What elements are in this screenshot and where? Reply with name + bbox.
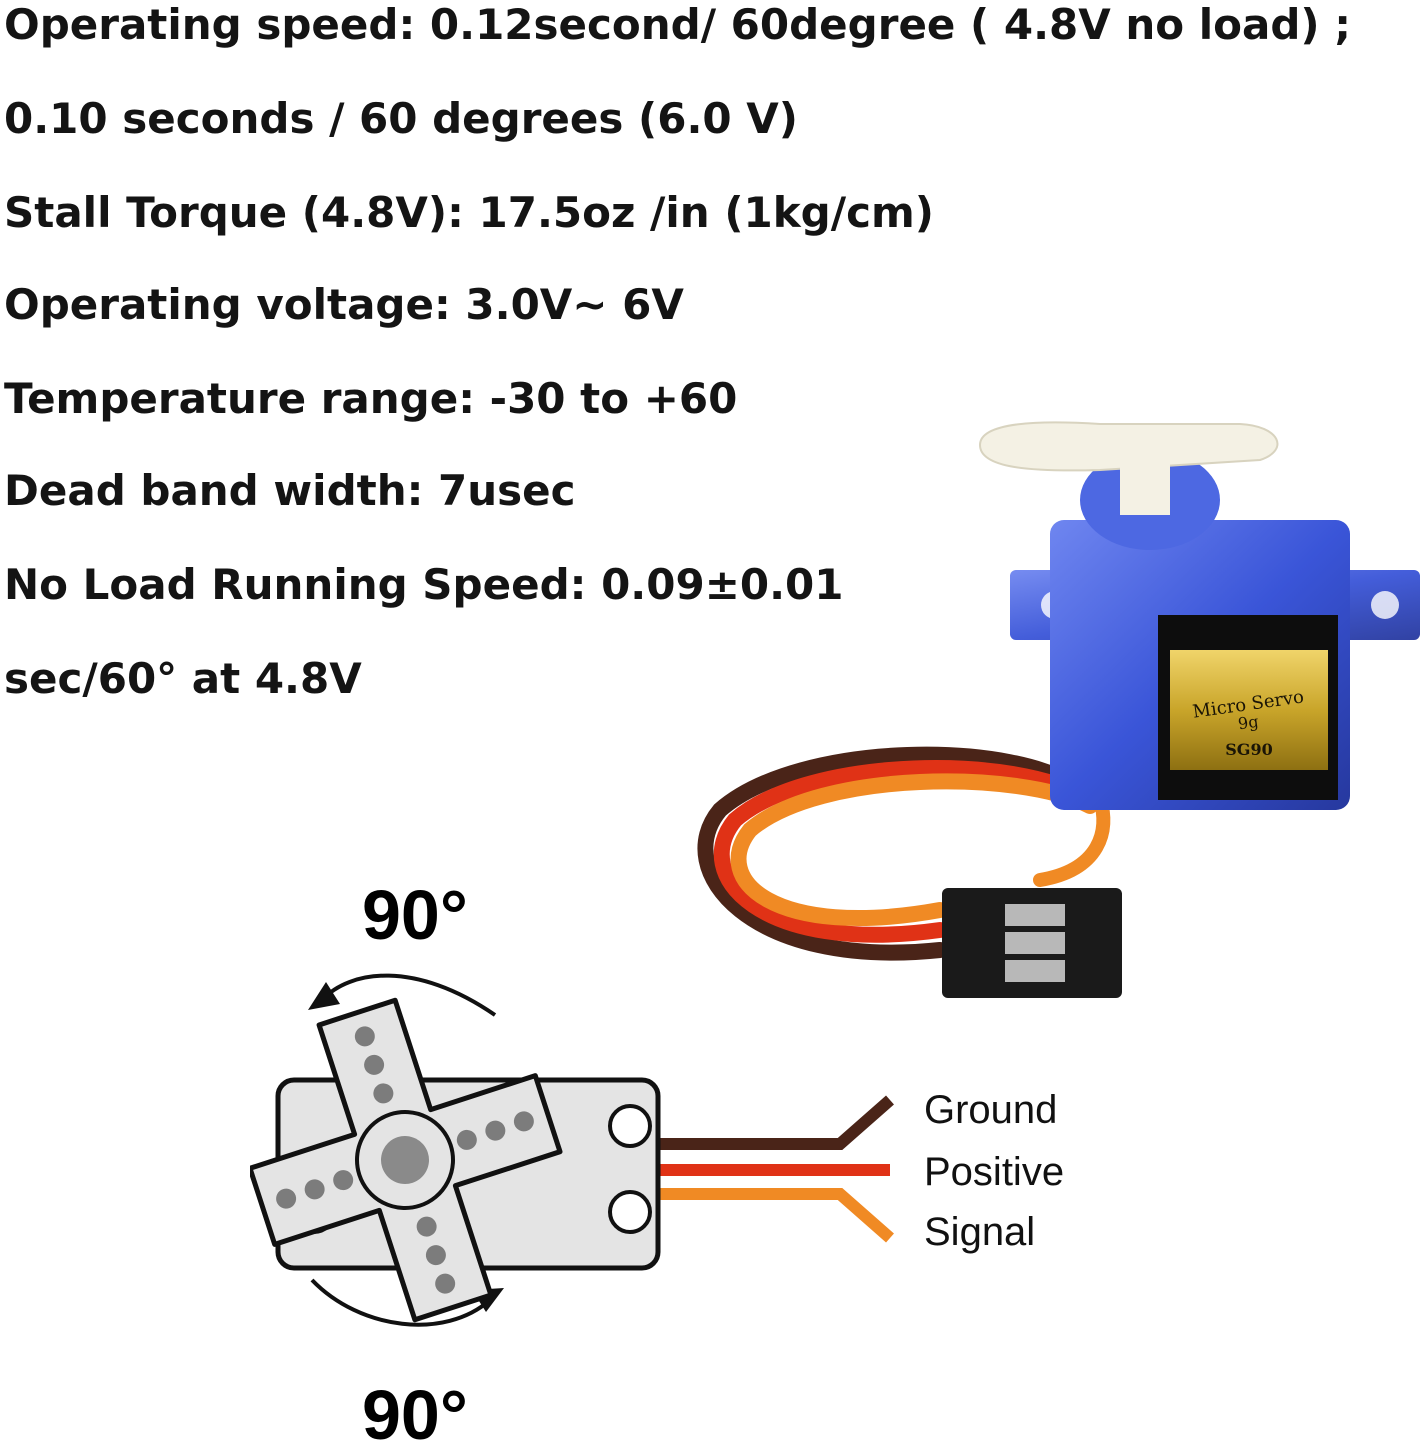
servo-product-image: Micro Servo 9g SG90 [697,421,1420,998]
rotation-arrow-top [308,973,497,1017]
diagram-mount-hole [608,1104,652,1148]
spec-operating-speed: Operating speed: 0.12second/ 60degree ( … [4,0,1352,49]
spec-operating-voltage: Operating voltage: 3.0V~ 6V [4,280,684,329]
wire-label-positive: Positive [924,1150,1065,1194]
spec-stall-torque: Stall Torque (4.8V): 17.5oz /in (1kg/cm) [4,188,934,237]
servo-cable [697,746,1111,961]
rotation-angle-bottom: 90° [362,1376,468,1454]
servo-label: Micro Servo 9g SG90 [1158,615,1338,800]
servo-label-model: SG90 [1225,740,1272,759]
diagram-wires [655,1095,894,1243]
servo-connector [942,888,1122,998]
spec-no-load-speed: No Load Running Speed: 0.09±0.01 [4,560,844,609]
diagram-servo-horn [250,997,563,1323]
spec-dead-band-width: Dead band width: 7usec [4,466,576,515]
wire-label-signal: Signal [924,1210,1036,1254]
rotation-angle-top: 90° [362,876,468,954]
wire-label-ground: Ground [924,1088,1058,1132]
spec-operating-speed-6v: 0.10 seconds / 60 degrees (6.0 V) [4,94,798,143]
spec-no-load-speed-cont: sec/60° at 4.8V [4,654,362,703]
servo-label-line2: 9g [1237,712,1260,734]
spec-temperature-range: Temperature range: -30 to +60 [4,374,738,423]
servo-horn [978,421,1279,472]
diagram-mount-hole [608,1190,652,1234]
rotation-diagram [250,973,894,1327]
